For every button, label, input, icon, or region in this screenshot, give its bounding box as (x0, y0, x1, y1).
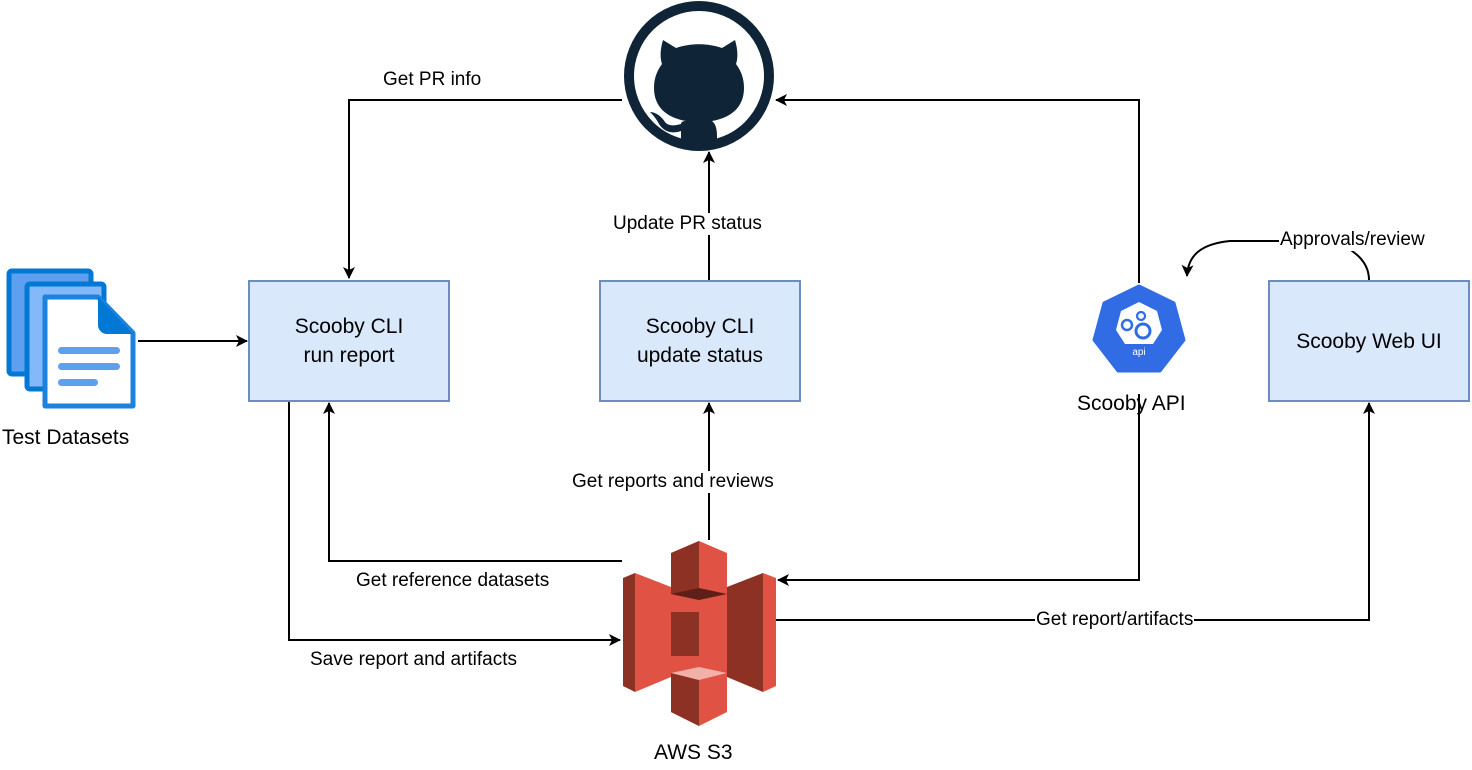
node-scooby-cli-update-status[interactable]: Scooby CLI update status (599, 280, 801, 402)
node-label-line2: update status (636, 344, 764, 367)
edge-api-to-github (775, 94, 1140, 283)
node-label: Scooby Web UI (1296, 329, 1442, 353)
node-label-line1: Scooby CLI (294, 315, 404, 338)
api-icon-text: api (1132, 347, 1145, 358)
edge-label-get-pr-info: Get PR info (383, 69, 482, 90)
edge-save-report (288, 402, 621, 646)
edge-label-get-reports-reviews: Get reports and reviews (571, 471, 775, 493)
edge-label-get-report-artifacts: Get report/artifacts (1035, 609, 1195, 631)
api-icon: api (1092, 284, 1186, 373)
caption-test-datasets: Test Datasets (2, 426, 130, 449)
edge-label-approvals-review: Approvals/review (1279, 229, 1426, 251)
documents-icon (6, 268, 136, 409)
edge-label-save-report: Save report and artifacts (310, 649, 517, 670)
edge-label-get-reference-datasets: Get reference datasets (356, 570, 550, 591)
edge-api-to-s3 (777, 394, 1140, 586)
edge-get-pr-info (343, 99, 622, 279)
edge-get-report-artifacts (776, 402, 1375, 621)
node-scooby-web-ui[interactable]: Scooby Web UI (1268, 280, 1470, 402)
caption-scooby-api: Scooby API (1077, 392, 1186, 415)
github-octocat-icon (624, 1, 774, 151)
node-label-line1: Scooby CLI (645, 315, 755, 338)
edge-label-update-pr-status: Update PR status (612, 213, 763, 235)
edge-get-reference-datasets (323, 402, 622, 562)
node-scooby-cli-run-report[interactable]: Scooby CLI run report (248, 280, 450, 402)
edge-approvals-review (1181, 240, 1370, 281)
aws-s3-icon (623, 541, 776, 726)
caption-aws-s3: AWS S3 (654, 741, 733, 764)
node-label-line2: run report (303, 344, 395, 367)
